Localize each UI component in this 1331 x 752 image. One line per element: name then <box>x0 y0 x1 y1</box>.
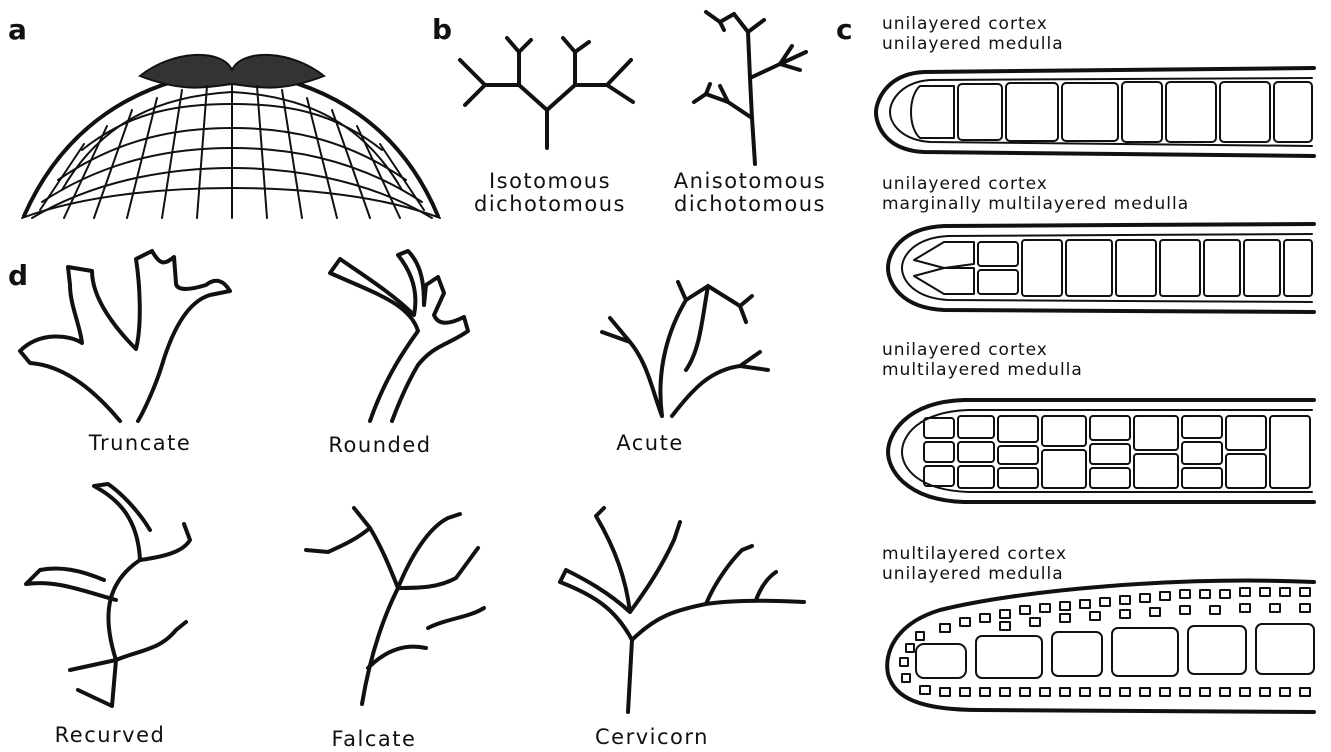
apex-label-falcate: Falcate <box>294 728 454 751</box>
apex-section-illustration <box>22 40 440 220</box>
section-unilayered-cortex-unilayered-medulla <box>874 64 1324 160</box>
section-2-cortex: unilayered cortex <box>882 174 1189 194</box>
isotomous-branching-diagram <box>455 30 645 160</box>
section-2-medulla: marginally multilayered medulla <box>882 194 1189 214</box>
section-unilayered-cortex-multilayered-medulla <box>884 396 1324 506</box>
section-3-cortex: unilayered cortex <box>882 340 1083 360</box>
section-4-cortex: multilayered cortex <box>882 544 1067 564</box>
apex-label-acute: Acute <box>570 432 730 455</box>
section-3-medulla: multilayered medulla <box>882 360 1083 380</box>
apex-label-rounded: Rounded <box>300 434 460 457</box>
rounded-apex-illustration <box>318 245 483 425</box>
section-unilayered-cortex-marginal-multilayered-medulla <box>884 220 1324 316</box>
section-1-cortex: unilayered cortex <box>882 14 1064 34</box>
section-1-label: unilayered cortex unilayered medulla <box>882 14 1064 54</box>
section-multilayered-cortex-unilayered-medulla <box>880 574 1324 714</box>
truncate-apex-illustration <box>10 245 235 425</box>
anisotomous-label: Anisotomous dichotomous <box>660 170 840 216</box>
isotomous-label-line1: Isotomous <box>470 170 630 193</box>
acute-apex-illustration <box>590 270 775 420</box>
section-1-medulla: unilayered medulla <box>882 34 1064 54</box>
apex-label-cervicorn: Cervicorn <box>572 726 732 749</box>
apex-label-truncate: Truncate <box>60 432 220 455</box>
anisotomous-label-line2: dichotomous <box>660 193 840 216</box>
isotomous-label-line2: dichotomous <box>470 193 630 216</box>
section-3-label: unilayered cortex multilayered medulla <box>882 340 1083 380</box>
falcate-apex-illustration <box>298 488 493 708</box>
cervicorn-apex-illustration <box>556 500 811 715</box>
anisotomous-label-line1: Anisotomous <box>660 170 840 193</box>
anisotomous-branching-diagram <box>680 8 840 168</box>
apex-label-recurved: Recurved <box>30 724 190 747</box>
recurved-apex-illustration <box>20 480 205 710</box>
isotomous-label: Isotomous dichotomous <box>470 170 630 216</box>
section-2-label: unilayered cortex marginally multilayere… <box>882 174 1189 214</box>
